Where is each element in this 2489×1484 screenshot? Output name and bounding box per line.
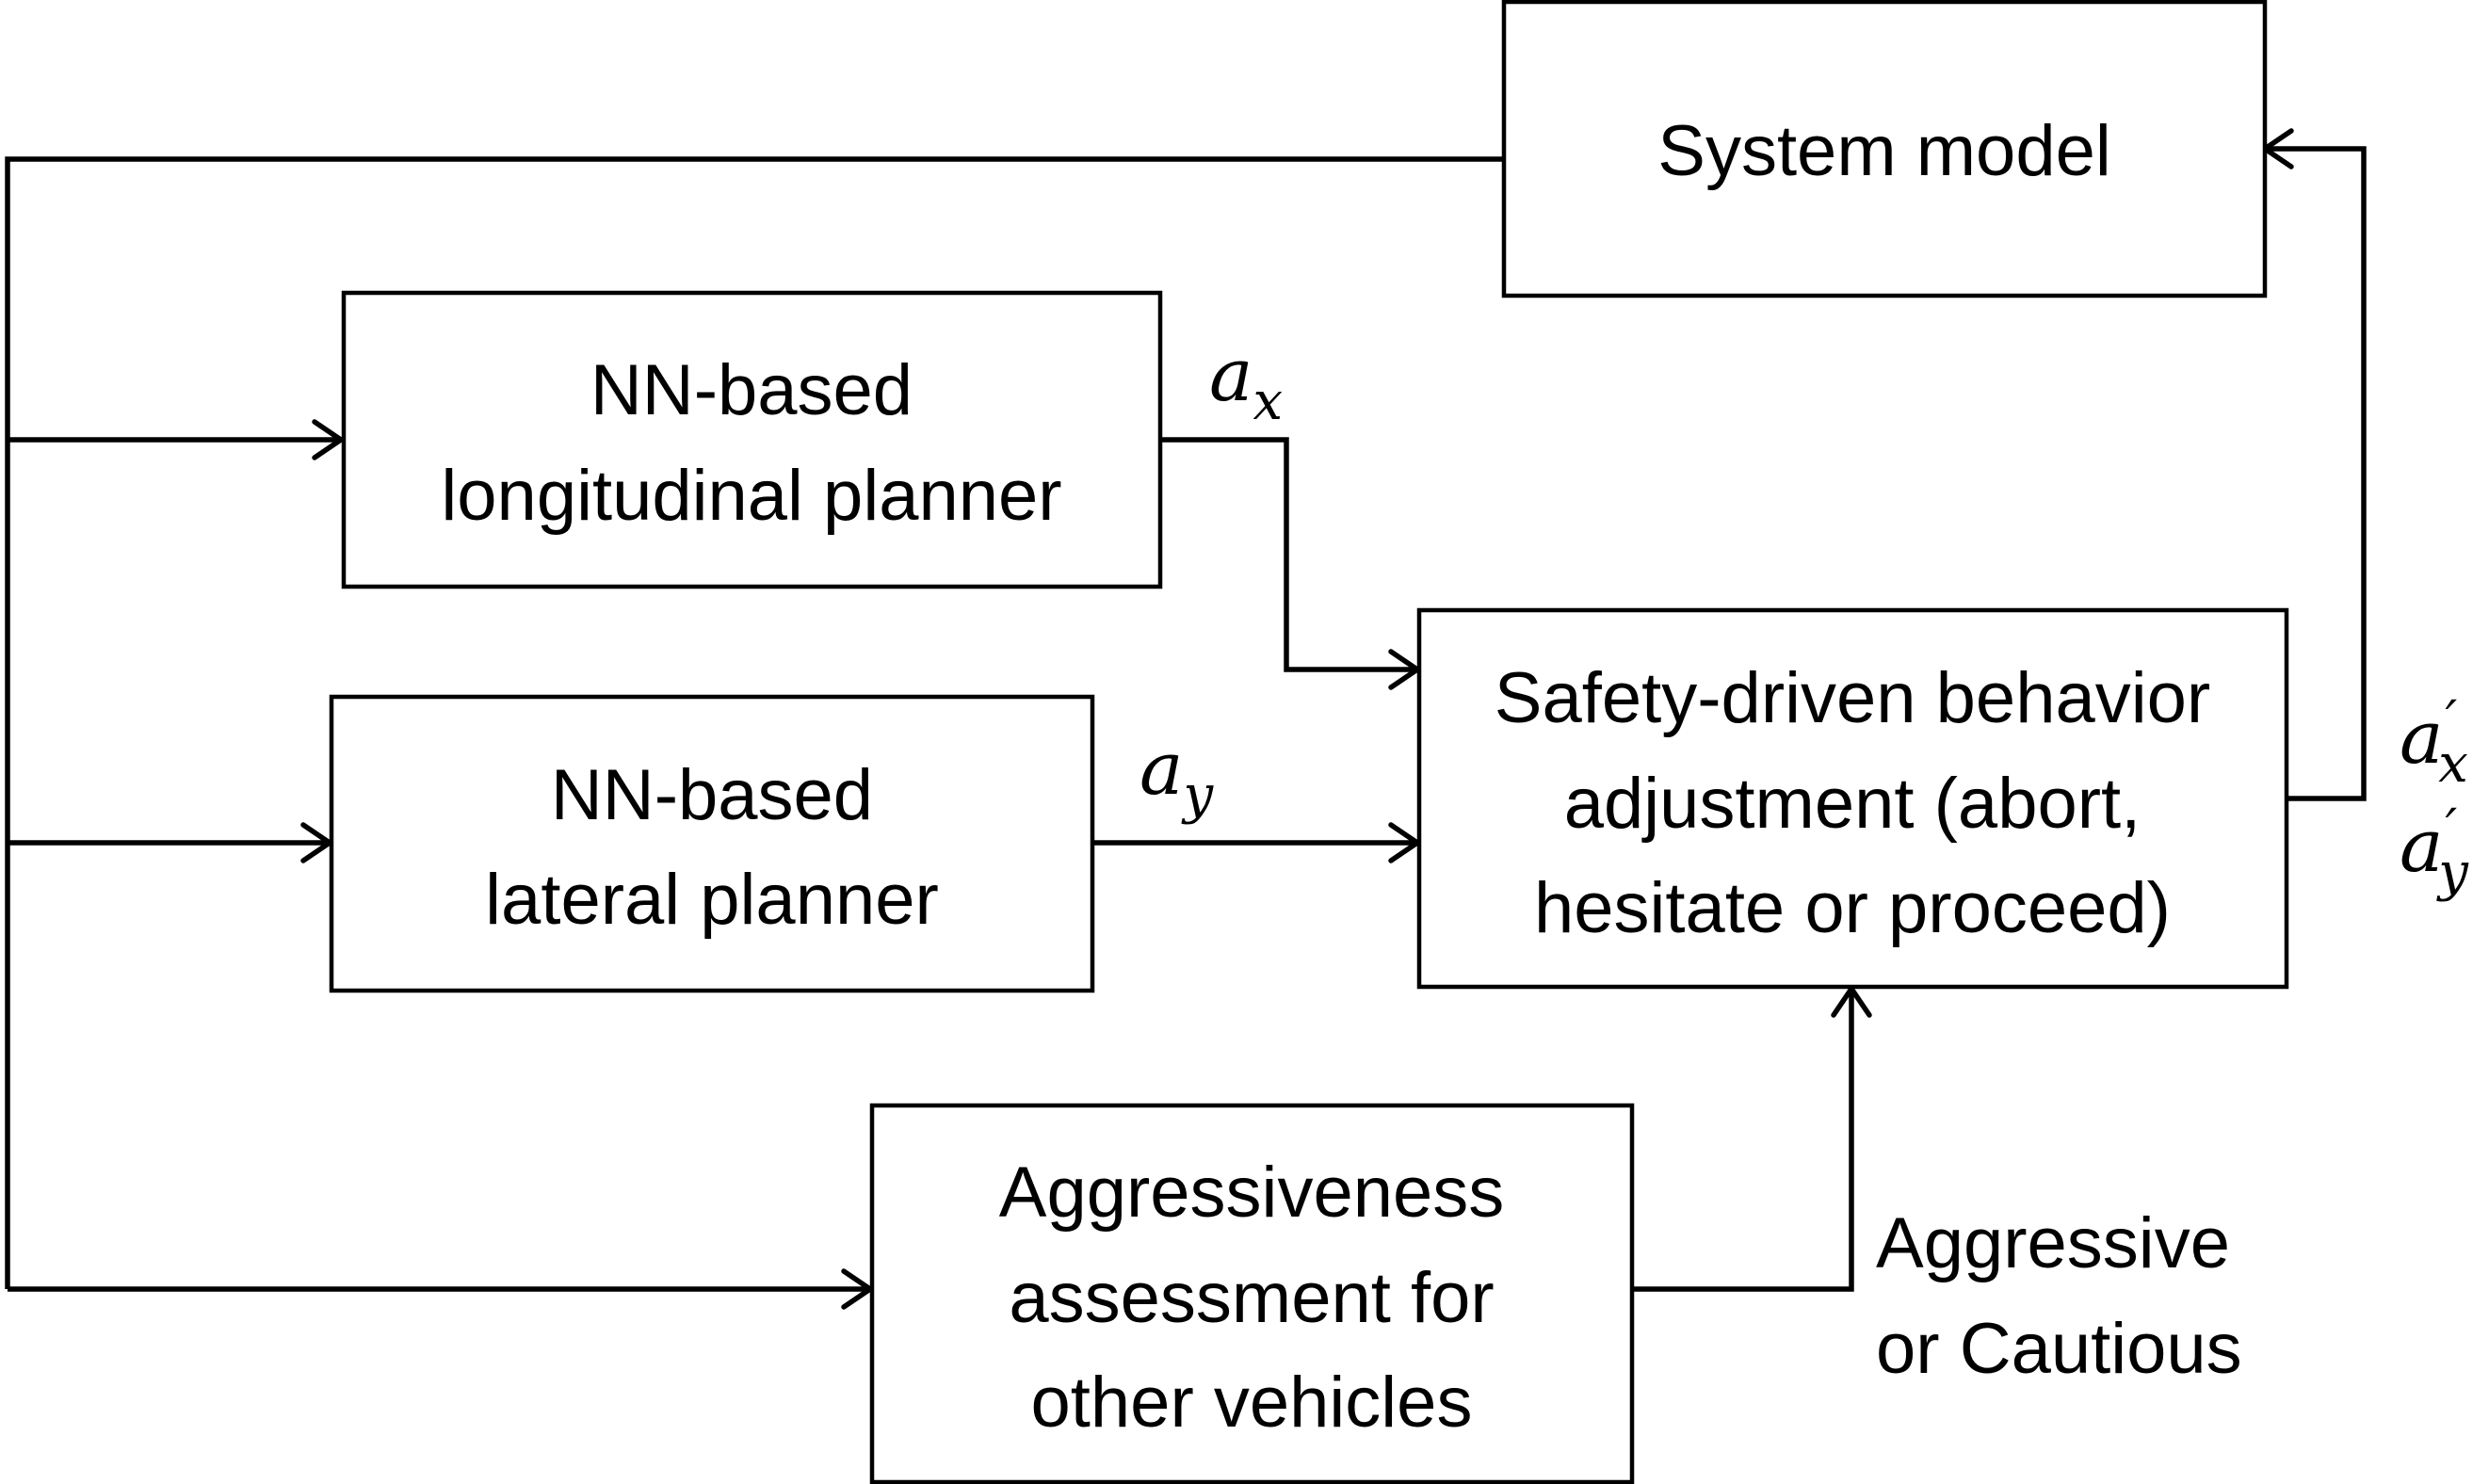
aggression-output-label-line2: or Cautious (1876, 1309, 2242, 1389)
safety-adjustment-label-line3: hesitate or proceed) (1534, 868, 2171, 948)
aggressiveness-assessment-box: Aggressiveness assessment for other vehi… (869, 1103, 1635, 1484)
system-model-feedback-bus (5, 156, 1504, 1289)
lateral-planner-box: NN-based lateral planner (329, 694, 1095, 993)
safety-adjustment-label-line1: Safety-driven behavior (1495, 658, 2210, 738)
assessment-label-line3: other vehicles (1031, 1363, 1473, 1443)
ax-label: ax (1209, 333, 1283, 432)
assessment-label-line1: Aggressiveness (999, 1153, 1505, 1233)
aggression-output-label-line1: Aggressive (1876, 1203, 2230, 1283)
system-model-label: System model (1657, 111, 2111, 191)
ax-prime-label: a′x (2400, 690, 2468, 795)
longitudinal-planner-label-line2: longitudinal planner (441, 456, 1061, 536)
ax-connector (1160, 437, 1415, 672)
assessment-label-line2: assessment for (1009, 1258, 1494, 1338)
aggression-connector (1632, 991, 1854, 1292)
bus-to-longitudinal-arrowhead (312, 419, 346, 460)
safety-adjustment-box: Safety-driven behavior adjustment (abort… (1416, 607, 2289, 990)
lateral-planner-label-line2: lateral planner (485, 860, 939, 940)
adjusted-action-connector (2267, 146, 2367, 801)
lateral-planner-label-line1: NN-based (551, 755, 873, 835)
longitudinal-planner-box: NN-based longitudinal planner (341, 290, 1163, 589)
system-model-box: System model (1501, 0, 2268, 298)
safety-adjustment-label-line2: adjustment (abort, (1564, 764, 2142, 844)
ay-label: ay (1139, 727, 1215, 826)
longitudinal-planner-label-line1: NN-based (590, 350, 913, 430)
ay-prime-label: a′y (2400, 798, 2469, 903)
